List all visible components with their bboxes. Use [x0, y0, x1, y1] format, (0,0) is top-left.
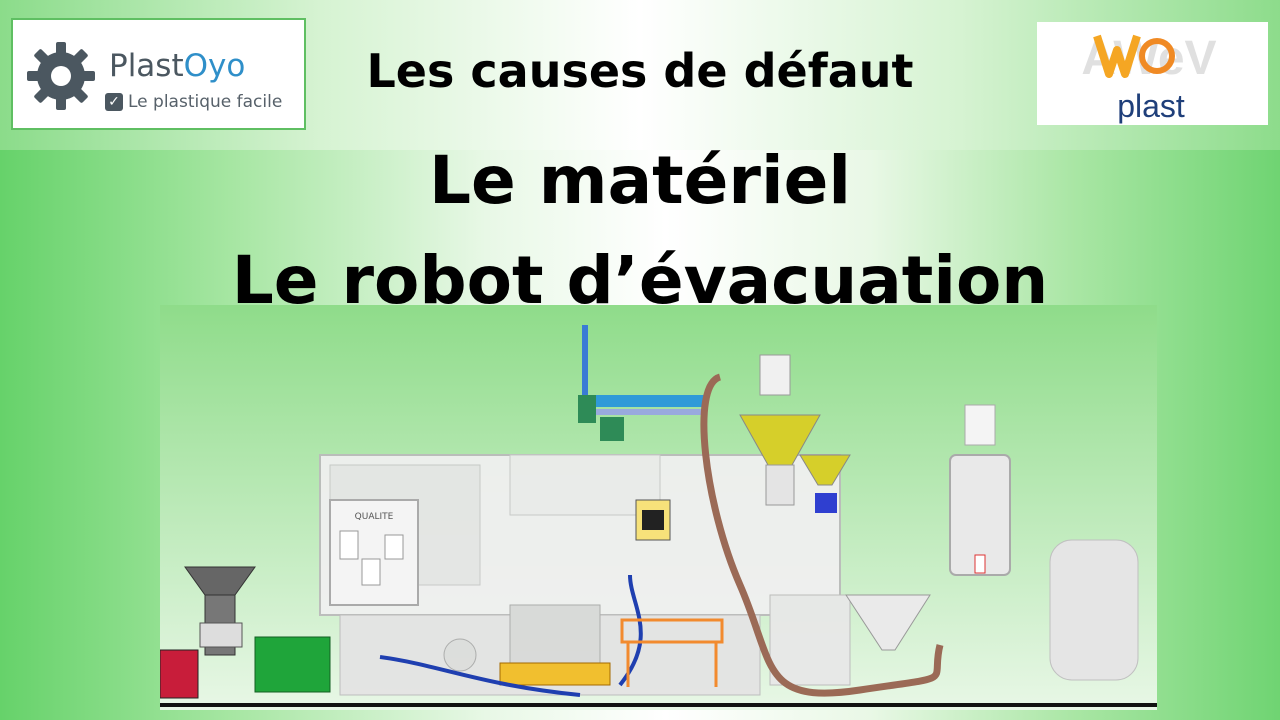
plastoyo-logo: PlastOyo ✓ Le plastique facile — [11, 18, 306, 130]
parts-frame — [620, 618, 724, 687]
awev-plast-logo: AWeV plast — [1037, 22, 1268, 125]
material-hose — [700, 373, 944, 697]
conveyor — [379, 574, 643, 697]
awev-plast-word: plast — [1117, 88, 1185, 124]
title-line-1: Le matériel — [429, 142, 851, 219]
evacuation-robot — [578, 325, 706, 541]
floor-line — [160, 703, 1157, 707]
awev-logo-graphic: AWeV plast — [1081, 32, 1216, 124]
grinder-station — [160, 566, 331, 699]
subtitle: Les causes de défaut — [366, 44, 914, 98]
brand-tagline: ✓ Le plastique facile — [105, 92, 282, 112]
quality-cabinet: QUALITE — [329, 499, 419, 606]
hopper-yellow — [739, 354, 851, 513]
gear-icon — [27, 42, 95, 110]
quality-label: QUALITE — [355, 512, 394, 522]
brand-name: PlastOyo — [109, 48, 246, 84]
injection-line-illustration: QUALITE — [160, 305, 1157, 710]
checkbox-icon: ✓ — [105, 93, 123, 111]
drum — [1049, 539, 1139, 681]
dryer-unit — [845, 404, 1011, 651]
